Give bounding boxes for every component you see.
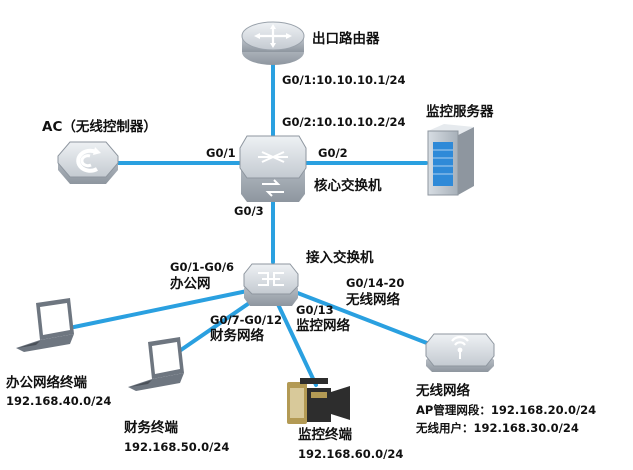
ac-label: AC（无线控制器） xyxy=(42,118,157,135)
access-finance-name-label: 财务网络 xyxy=(209,327,264,344)
access-monitor-port-label: G0/13 xyxy=(296,303,334,317)
office-terminal-ip: 192.168.40.0/24 xyxy=(6,394,111,408)
wireless-ap-mgmt: AP管理网段：192.168.20.0/24 xyxy=(416,403,596,417)
core-switch-label: 核心交换机 xyxy=(314,177,382,194)
laptop-icon xyxy=(128,337,184,391)
link-access-wireless xyxy=(293,290,434,347)
finance-terminal-label: 财务终端 xyxy=(123,419,178,436)
router-label: 出口路由器 xyxy=(312,30,380,47)
core-switch-icon xyxy=(239,135,307,202)
access-wireless-name-label: 无线网络 xyxy=(345,291,400,308)
access-point-icon xyxy=(425,333,495,372)
server-icon xyxy=(427,124,474,196)
access-wireless-port-label: G0/14-20 xyxy=(346,276,404,290)
access-office-port-label: G0/1-G0/6 xyxy=(170,260,234,274)
monitor-server-device[interactable]: 监控服务器 xyxy=(426,103,494,196)
monitor-terminal-device[interactable]: 监控终端 192.168.60.0/24 xyxy=(287,378,403,461)
router-icon xyxy=(241,21,305,65)
wireless-users: 无线用户：192.168.30.0/24 xyxy=(415,421,579,435)
monitor-terminal-ip: 192.168.60.0/24 xyxy=(298,447,403,461)
access-monitor-name-label: 监控网络 xyxy=(296,317,350,334)
wireless-controller-icon xyxy=(57,141,119,184)
laptop-icon xyxy=(16,298,74,352)
access-switch-label: 接入交换机 xyxy=(306,249,374,266)
core-switch-device[interactable]: 核心交换机 xyxy=(239,135,382,202)
access-finance-port-label: G0/7-G0/12 xyxy=(210,313,282,327)
link-access-office xyxy=(72,288,254,329)
link-access-finance xyxy=(176,295,260,354)
router-port-label: G0/1:10.10.10.1/24 xyxy=(282,73,406,87)
finance-terminal-ip: 192.168.50.0/24 xyxy=(124,440,229,454)
core-port-g02-label: G0/2 xyxy=(318,146,348,160)
router-device[interactable]: 出口路由器 xyxy=(241,21,380,65)
links xyxy=(72,58,434,387)
monitor-terminal-label: 监控终端 xyxy=(298,426,352,443)
link-access-monitor xyxy=(274,298,318,387)
wireless-label: 无线网络 xyxy=(415,382,470,399)
office-terminal-label: 办公网络终端 xyxy=(6,374,87,391)
core-port-ip-label: G0/2:10.10.10.2/24 xyxy=(282,115,406,129)
camera-icon xyxy=(287,378,350,424)
finance-terminal-device[interactable]: 财务终端 192.168.50.0/24 xyxy=(123,337,229,454)
core-port-g01-label: G0/1 xyxy=(206,146,236,160)
ac-device[interactable]: AC（无线控制器） xyxy=(42,118,157,184)
wireless-device[interactable]: 无线网络 AP管理网段：192.168.20.0/24 无线用户：192.168… xyxy=(415,333,596,435)
core-port-g03-label: G0/3 xyxy=(234,204,264,218)
office-terminal-device[interactable]: 办公网络终端 192.168.40.0/24 xyxy=(6,298,111,408)
monitor-server-label: 监控服务器 xyxy=(426,103,494,120)
access-switch-device[interactable]: 接入交换机 xyxy=(243,249,374,306)
access-office-name-label: 办公网 xyxy=(170,275,211,292)
access-switch-icon xyxy=(243,263,299,306)
